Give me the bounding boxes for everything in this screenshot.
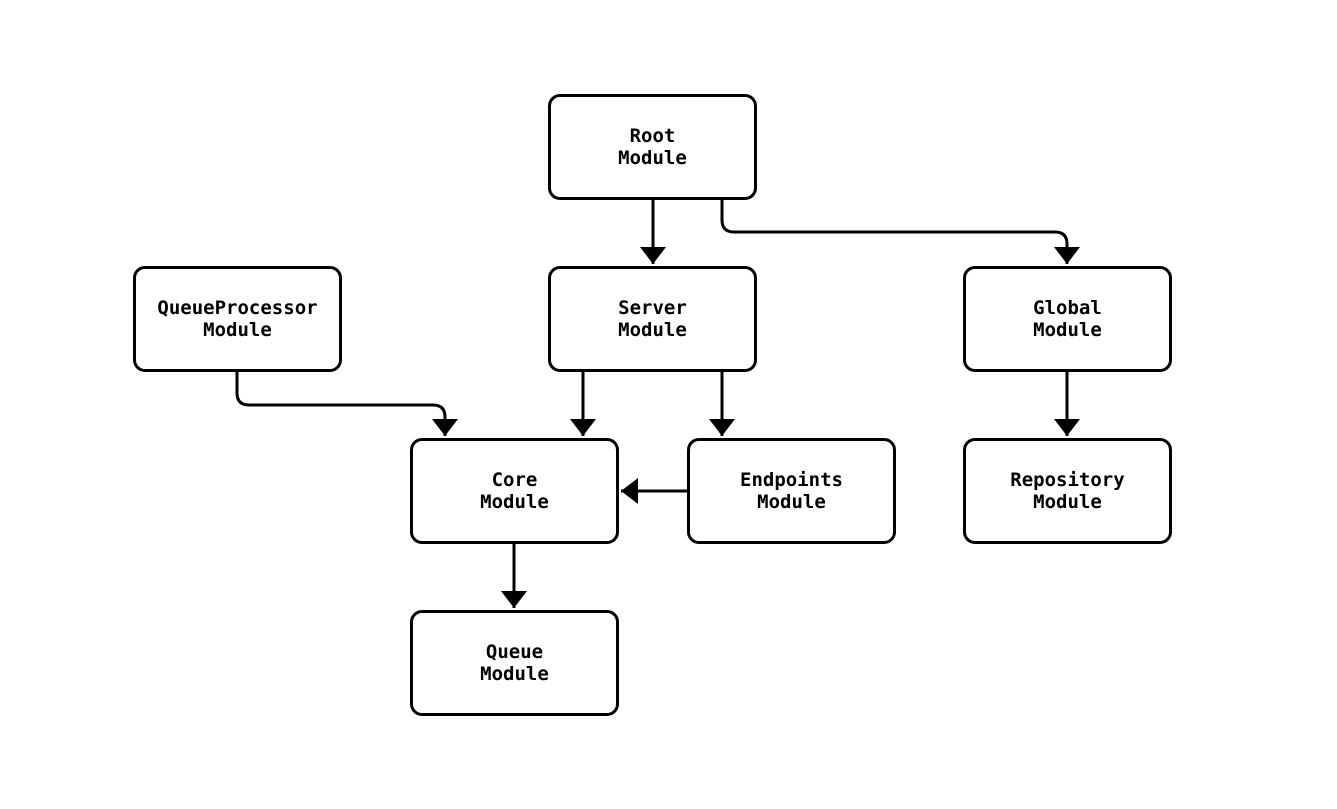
node-endpoints-module: Endpoints Module xyxy=(687,438,896,544)
node-queue-module: Queue Module xyxy=(410,610,619,716)
edge-root-to-global xyxy=(720,198,1080,264)
node-root-module: Root Module xyxy=(548,94,757,200)
node-server-module: Server Module xyxy=(548,266,757,372)
node-queueprocessor-module: QueueProcessor Module xyxy=(133,266,342,372)
edge-queueprocessor-to-core xyxy=(235,372,458,436)
node-repository-module: Repository Module xyxy=(963,438,1172,544)
node-core-module: Core Module xyxy=(410,438,619,544)
node-global-module: Global Module xyxy=(963,266,1172,372)
